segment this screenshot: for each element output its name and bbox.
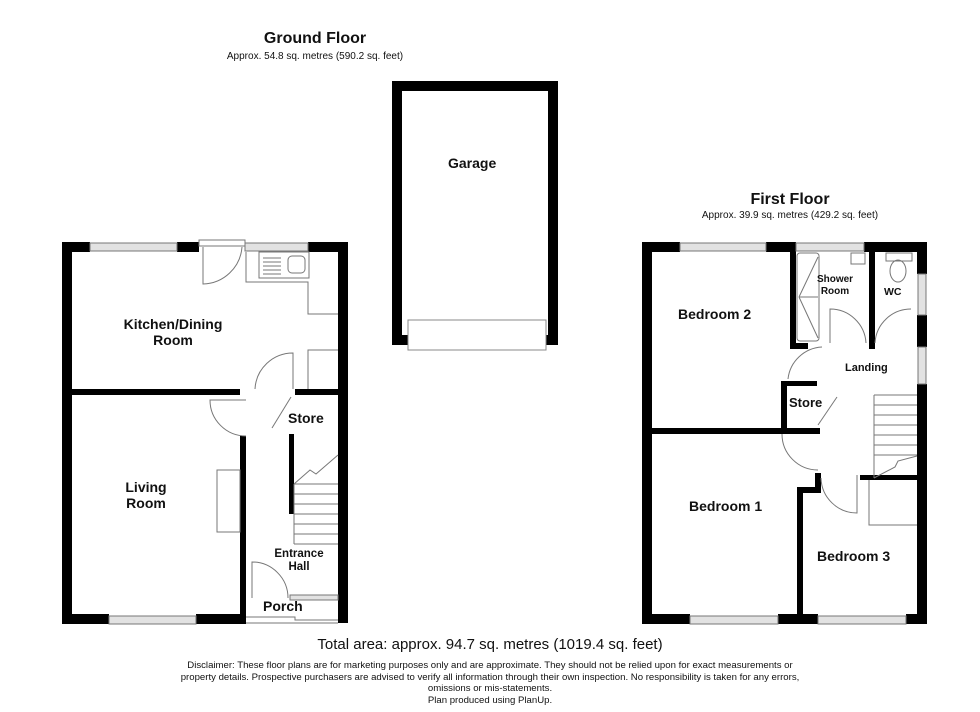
room-label-garage: Garage: [448, 155, 497, 171]
room-label-bedroom-3: Bedroom 3: [817, 548, 891, 564]
room-label-wc: WC: [884, 286, 902, 298]
ground-floor-fixtures: [89, 239, 339, 625]
ground-floor-walls: [62, 242, 348, 624]
shower-line1: Shower: [816, 274, 854, 285]
hall-line1: Entrance: [274, 548, 324, 560]
disclaimer-line-3: omissions or mis-statements.: [427, 683, 553, 694]
kitchen-line1: Kitchen/Dining: [123, 316, 223, 332]
ground-floor-area: Approx. 54.8 sq. metres (590.2 sq. feet): [226, 51, 404, 62]
first-floor-title: First Floor: [750, 191, 830, 208]
room-label-entrance-hall: Entrance Hall: [268, 548, 330, 574]
disclaimer-line-4: Plan produced using PlanUp.: [427, 694, 553, 706]
disclaimer-line-2: property details. Prospective purchasers…: [180, 671, 800, 683]
room-label-store-ground: Store: [288, 410, 324, 426]
room-label-landing: Landing: [845, 362, 888, 374]
room-label-porch: Porch: [263, 598, 303, 614]
disclaimer: Disclaimer: These floor plans are for ma…: [160, 660, 820, 706]
kitchen-line2: Room: [153, 332, 193, 349]
living-line2: Room: [126, 495, 166, 512]
total-area: Total area: approx. 94.7 sq. metres (101…: [317, 636, 663, 653]
room-label-bedroom-2: Bedroom 2: [678, 306, 752, 322]
room-label-kitchen-dining: Kitchen/Dining Room: [118, 316, 228, 348]
room-label-bedroom-1: Bedroom 1: [689, 498, 763, 514]
first-floor-area: Approx. 39.9 sq. metres (429.2 sq. feet): [701, 210, 879, 221]
disclaimer-line-1: Disclaimer: These floor plans are for ma…: [187, 660, 793, 671]
shower-line2: Room: [820, 285, 850, 297]
room-label-store-first: Store: [789, 395, 823, 410]
first-floor-fixtures: [679, 242, 927, 625]
garage-walls: [392, 81, 558, 345]
first-floor-walls: [642, 242, 927, 624]
ground-floor-title: Ground Floor: [263, 30, 367, 47]
garage-door: [407, 319, 547, 351]
room-label-living-room: Living Room: [110, 479, 182, 511]
living-line1: Living: [125, 479, 167, 495]
hall-line2: Hall: [288, 561, 310, 574]
room-label-shower-room: Shower Room: [815, 274, 855, 297]
